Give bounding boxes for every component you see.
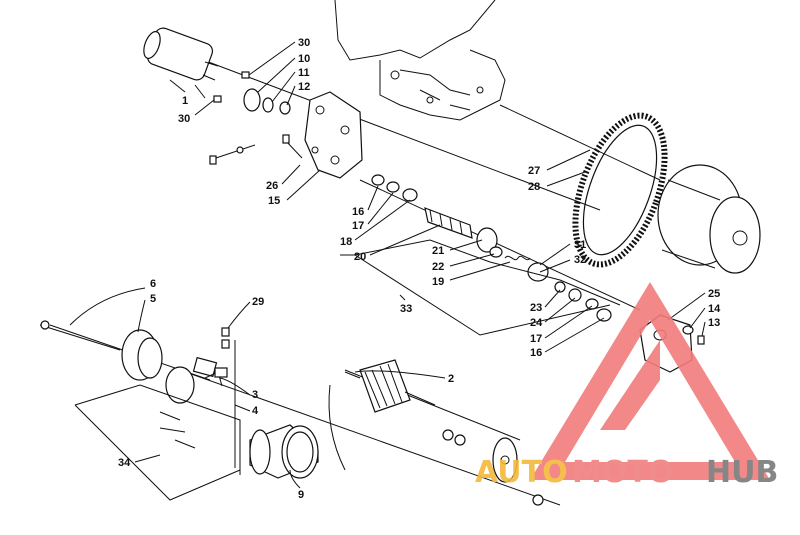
callout-19: 19 (432, 276, 444, 288)
callout-11: 11 (298, 67, 310, 79)
mounting-bracket (304, 91, 363, 179)
watermark-hub: HUB (706, 455, 778, 490)
callout-18: 18 (340, 236, 352, 248)
watermark-triangle (530, 282, 770, 480)
starter-motor (143, 27, 219, 99)
callout-26: 26 (266, 180, 278, 192)
ring-gear (572, 112, 668, 268)
bracket-bolts (209, 134, 303, 165)
callout-30-upper: 30 (298, 37, 310, 49)
callout-15: 15 (268, 195, 280, 207)
callout-31: 31 (574, 239, 586, 251)
callout-10: 10 (298, 53, 310, 65)
callout-2: 2 (448, 373, 454, 385)
callout-12: 12 (298, 81, 310, 93)
drive-parts-upper (371, 174, 612, 322)
watermark-auto: AUTO (475, 455, 568, 490)
callout-23: 23 (530, 302, 542, 314)
leader-lines (69, 41, 706, 489)
brush-holder (159, 327, 230, 449)
watermark-moto: MOTO (572, 455, 673, 490)
automotohub-watermark: AUTO MOTO HUB (475, 282, 778, 490)
callout-3: 3 (252, 389, 258, 401)
callout-27: 27 (528, 165, 540, 177)
flywheel (657, 164, 761, 274)
callout-6: 6 (150, 278, 156, 290)
callout-33: 33 (400, 303, 412, 315)
pinion-gear-set (213, 71, 291, 115)
callout-20: 20 (354, 251, 366, 263)
callout-16-lower: 16 (530, 347, 542, 359)
callout-4: 4 (252, 405, 259, 417)
callout-13: 13 (708, 317, 720, 329)
callout-21: 21 (432, 245, 444, 257)
group-brackets (74, 239, 621, 501)
callout-17-lower: 17 (530, 333, 542, 345)
callout-14: 14 (708, 303, 721, 315)
watermark-inner-triangle (600, 340, 660, 430)
callout-34: 34 (118, 457, 131, 469)
engine-block (334, 0, 506, 121)
callout-9: 9 (298, 489, 304, 501)
callout-16-upper: 16 (352, 206, 364, 218)
callout-30-lower: 30 (178, 113, 190, 125)
callout-25: 25 (708, 288, 720, 300)
callout-32: 32 (574, 254, 586, 266)
callout-28: 28 (528, 181, 540, 193)
end-cap (39, 320, 163, 381)
callout-labels: 1 30 30 10 11 12 26 15 16 17 18 20 21 22… (118, 37, 721, 501)
callout-24: 24 (530, 317, 543, 329)
callout-22: 22 (432, 261, 444, 273)
field-housing (249, 424, 319, 479)
callout-29: 29 (252, 296, 264, 308)
callout-5: 5 (150, 293, 156, 305)
callout-1: 1 (182, 95, 188, 107)
callout-17-upper: 17 (352, 220, 364, 232)
armature (344, 359, 544, 506)
